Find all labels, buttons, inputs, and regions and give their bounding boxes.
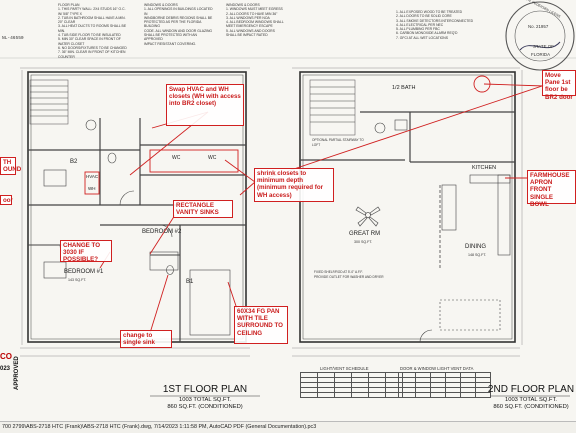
door-window-data-title: DOOR & WINDOW LIGHT VENT DATA xyxy=(400,366,474,371)
comment-swap-closets: Swap HVAC and WH closets (WH with access… xyxy=(166,84,244,126)
closet-note: FIXED SHELF/ROD AT 5'-0" A.F.F. PROVIDE … xyxy=(314,270,384,279)
room-b2: B2 xyxy=(70,159,78,165)
second-floor-title: 2ND FLOOR PLAN xyxy=(487,384,575,395)
room-bedroom-1-area: 143 SQ.FT. xyxy=(68,278,87,282)
light-vent-schedule-title: LIGHT/VENT SCHEDULE xyxy=(320,366,369,371)
room-great-rm-area: 300 SQ.FT. xyxy=(354,240,373,244)
stair-note: OPTIONAL PARTIAL STAIRWAY TO LOFT xyxy=(312,138,364,147)
first-floor-total: 1003 TOTAL SQ.FT. xyxy=(179,397,231,403)
engineer-seal-graphic xyxy=(505,1,575,71)
room-kitchen: KITCHEN xyxy=(472,165,497,171)
second-floor-conditioned: 860 SQ.FT. (CONDITIONED) xyxy=(493,404,569,410)
comment-left-cut-1: TH OUND xyxy=(0,157,21,175)
second-floor-total: 1003 TOTAL SQ.FT. xyxy=(505,397,557,403)
room-dining-area: 148 SQ.FT. xyxy=(468,253,487,257)
comment-change-3030: CHANGE TO 3030 IF POSSIBLE? xyxy=(60,240,112,263)
document-number: NL-46550 xyxy=(2,36,24,41)
comment-farmhouse-sink: FARMHOUSE APRON FRONT SINGLE BOWL xyxy=(527,170,576,208)
comment-left-cut-2: oor xyxy=(0,195,13,205)
room-great-rm: GREAT RM xyxy=(349,231,381,237)
comment-shrink-closets: shrink closets to minimum depth (minimum… xyxy=(254,168,334,202)
seal-state: STATE OF xyxy=(533,44,554,49)
room-b1: B1 xyxy=(186,279,194,285)
floor-plan-notes: FLOOR PLAN 1. THIS PARTY WALL: 2X4 STUDS… xyxy=(58,3,127,59)
windows-doors-notes-1: WINDOWS & DOORS 1. ALL OPENINGS IN BUILD… xyxy=(144,3,213,46)
room-wc-a: WC xyxy=(172,155,181,161)
left-year: 023 xyxy=(0,366,11,372)
comment-move-panel: Move Pane 1st floor be BR2 door xyxy=(542,70,576,101)
room-bedroom-2: BEDROOM #2 xyxy=(142,229,182,235)
comment-change-single-sink: change to single sink xyxy=(120,330,172,348)
windows-doors-notes-2: WINDOWS & DOORS 1. WINDOWS MUST MEET EGR… xyxy=(226,3,284,38)
room-wc-b: WC xyxy=(208,155,217,161)
comment-fg-pan: 60X34 FG PAN WITH TILE SURROUND TO CEILI… xyxy=(234,306,288,344)
door-window-data-table xyxy=(398,372,491,398)
wh-closet-label: WH xyxy=(88,186,96,191)
approved-stamp: APPROVED xyxy=(14,356,20,390)
hvac-closet-label: HVAC xyxy=(86,174,99,179)
room-bedroom-1: BEDROOM #1 xyxy=(64,269,104,275)
file-path-footer: 700 2799\ABS-2718 HTC (Frank)\ABS-2718 H… xyxy=(0,421,576,433)
first-floor-title: 1ST FLOOR PLAN xyxy=(162,384,248,395)
seal-florida: FLORIDA xyxy=(531,52,551,57)
left-code-label: CO xyxy=(0,352,12,361)
seal-number: No. 21957 xyxy=(528,24,549,29)
light-vent-schedule-table xyxy=(300,372,403,398)
first-floor-conditioned: 860 SQ.FT. (CONDITIONED) xyxy=(167,404,243,410)
general-notes: 1. ALL EXPOSED WOOD TO BE TREATED 2. ALL… xyxy=(396,10,474,40)
room-dining: DINING xyxy=(465,244,486,250)
room-half-bath: 1/2 BATH xyxy=(392,85,416,91)
comment-rectangle-sinks: RECTANGLE VANITY SINKS xyxy=(173,200,233,218)
